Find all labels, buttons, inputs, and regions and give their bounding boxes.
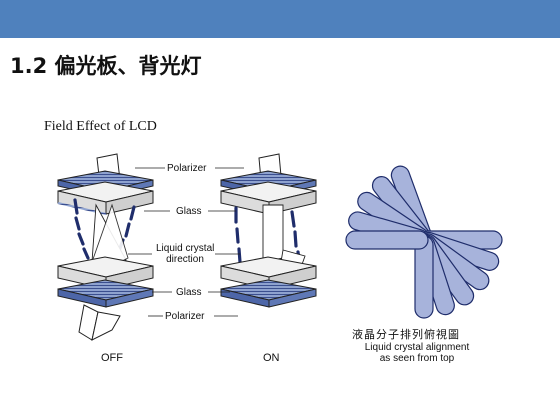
label-glass-top: Glass	[176, 206, 202, 217]
slide-title: 1.2 偏光板、背光灯	[10, 54, 202, 78]
caption-english: Liquid crystal alignment as seen from to…	[352, 342, 482, 364]
fan-petal	[345, 230, 429, 250]
header-bar	[0, 0, 560, 38]
light-sheet-bottom-off	[78, 304, 121, 341]
molecule-alignment-fan	[345, 165, 503, 319]
glass-top-off	[57, 181, 154, 215]
label-off-state: OFF	[101, 352, 123, 364]
label-polarizer-top: Polarizer	[167, 163, 207, 174]
label-leader-lines	[128, 167, 244, 317]
label-liquid-crystal: Liquid crystal direction	[156, 243, 214, 265]
off-stack	[57, 153, 154, 341]
label-liquid-crystal-line1: Liquid crystal	[156, 243, 215, 254]
label-polarizer-bottom: Polarizer	[165, 311, 205, 322]
glass-bottom-off	[57, 256, 154, 290]
caption-chinese: 液晶分子排列俯視圖	[352, 328, 460, 341]
diagram-title: Field Effect of LCD	[44, 119, 157, 134]
polarizer-bottom-on	[220, 279, 317, 308]
caption-english-line2: as seen from top	[379, 353, 455, 364]
label-glass-bottom: Glass	[176, 287, 202, 298]
label-liquid-crystal-line2: direction	[166, 254, 204, 265]
label-on-state: ON	[263, 352, 280, 364]
polarizer-bottom-off	[57, 279, 154, 308]
caption-english-line1: Liquid crystal alignment	[364, 342, 470, 353]
on-stack	[220, 153, 317, 308]
